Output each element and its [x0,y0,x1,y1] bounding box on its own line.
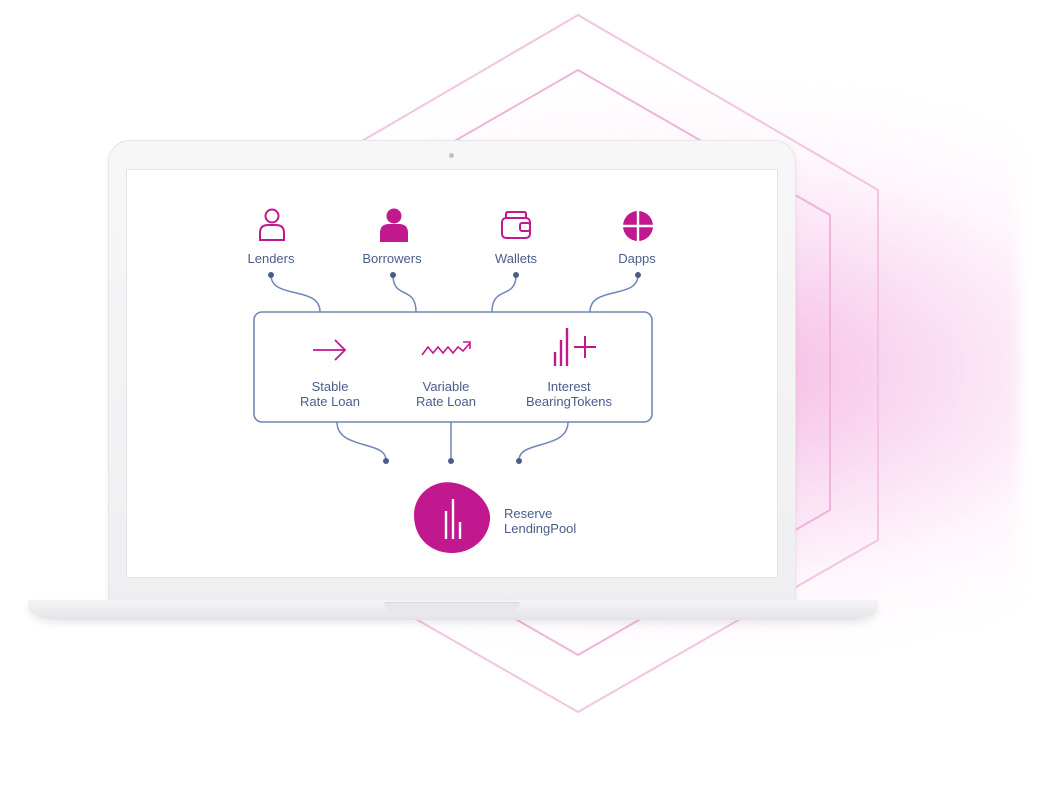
product-interest-line1: Interest [547,379,591,394]
dot-stable [383,458,389,464]
product-label-stable: Stable Rate Loan [280,379,380,409]
connector-wallets [491,274,517,313]
user-filled-icon [380,208,408,242]
pool-label-line1: Reserve [504,506,553,521]
dot-interest [516,458,522,464]
product-stable-line1: Stable [311,379,349,394]
connector-dapps [589,274,639,313]
dapps-grid-icon [623,211,653,241]
arrow-right-icon [313,339,347,361]
pool-label: Reserve LendingPool [504,506,576,536]
connector-interest [518,421,569,461]
product-variable-line1: Variable [422,379,470,394]
product-variable-line2: Rate Loan [416,394,476,409]
node-label-lenders: Lenders [247,251,295,266]
laptop-camera [449,153,454,158]
product-interest-line2: BearingTokens [526,394,612,409]
node-label-borrowers: Borrowers [362,251,422,266]
connector-borrowers [392,274,417,313]
products-box [253,311,653,423]
product-stable-line2: Rate Loan [300,394,360,409]
dot-lenders [268,272,274,278]
wallet-icon [501,211,531,239]
connector-stable [336,421,387,461]
dot-dapps [635,272,641,278]
dot-variable [448,458,454,464]
bars-plus-icon [553,328,596,366]
node-label-wallets: Wallets [494,251,538,266]
laptop-base-notch [384,602,520,612]
product-label-interest: Interest BearingTokens [509,379,629,409]
connector-lenders [270,274,321,313]
dot-wallets [513,272,519,278]
zigzag-trend-icon [421,341,471,356]
pool-bars-icon [414,482,491,554]
product-label-variable: Variable Rate Loan [396,379,496,409]
node-label-dapps: Dapps [618,251,656,266]
pool-label-line2: LendingPool [504,521,577,536]
user-outline-icon [259,208,285,241]
dot-borrowers [390,272,396,278]
